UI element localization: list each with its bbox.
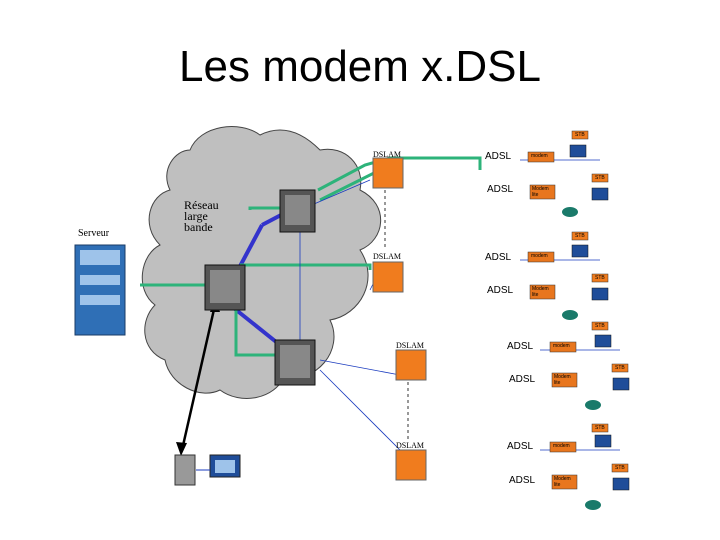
page-title: Les modem x.DSL bbox=[179, 42, 541, 91]
server-label: Serveur bbox=[78, 228, 110, 239]
dslam-label-2: DSLAM bbox=[373, 252, 402, 261]
workstation bbox=[174, 454, 241, 486]
adsl-label-4: ADSL bbox=[487, 285, 514, 296]
modem-label-3: modem bbox=[553, 343, 570, 349]
dslam-label-3: DSLAM bbox=[396, 341, 425, 350]
broadband-label-line1: Réseau bbox=[184, 198, 219, 212]
broadband-label: Réseau large bande bbox=[184, 198, 219, 234]
green-link-dslam3 bbox=[234, 290, 280, 357]
adsl-label-8: ADSL bbox=[509, 475, 536, 486]
dslam-label-1: DSLAM bbox=[373, 150, 402, 159]
adsl-label-7: ADSL bbox=[507, 441, 534, 452]
stb-label-4: STB bbox=[595, 275, 605, 281]
access-arrow bbox=[180, 304, 217, 451]
subscriber-pcs bbox=[569, 144, 630, 491]
router-top bbox=[279, 189, 316, 233]
dslam-1 bbox=[372, 157, 404, 189]
dashed-links bbox=[384, 190, 409, 440]
stb-label-6: STB bbox=[615, 365, 625, 371]
broadband-cloud bbox=[141, 126, 382, 399]
green-link-dslam2 bbox=[240, 263, 372, 270]
dslam-3 bbox=[395, 349, 427, 381]
blue-link-3 bbox=[228, 303, 282, 347]
stb-label-3: STB bbox=[575, 233, 585, 239]
modem-label-4: modem bbox=[553, 443, 570, 449]
stb-label-8: STB bbox=[615, 465, 625, 471]
router-middle bbox=[204, 264, 246, 311]
stb-label-2: STB bbox=[595, 175, 605, 181]
stb-label-1: STB bbox=[575, 132, 585, 138]
green-link-dslam1 bbox=[319, 168, 381, 202]
modems bbox=[527, 151, 578, 490]
green-link-top bbox=[248, 206, 290, 210]
dslam-4 bbox=[395, 449, 427, 481]
dslam-2 bbox=[372, 261, 404, 293]
adsl-label-2: ADSL bbox=[487, 184, 514, 195]
broadband-label-line3: bande bbox=[184, 220, 213, 234]
adsl-label-3: ADSL bbox=[485, 252, 512, 263]
subscriber-phones bbox=[562, 207, 601, 510]
broadband-label-line2: large bbox=[184, 209, 208, 223]
stb-label-5: STB bbox=[595, 323, 605, 329]
dslam-label-4: DSLAM bbox=[396, 441, 425, 450]
adsl-label-6: ADSL bbox=[509, 374, 536, 385]
adsl-label-1: ADSL bbox=[485, 151, 512, 162]
router-bottom bbox=[274, 339, 316, 386]
server-tower bbox=[74, 244, 126, 336]
modem-label-1: modem bbox=[531, 153, 548, 159]
stb-label-7: STB bbox=[595, 425, 605, 431]
stb-boxes bbox=[571, 130, 629, 473]
modem-label-2: modem bbox=[531, 253, 548, 259]
adsl-label-5: ADSL bbox=[507, 341, 534, 352]
arrow-head-bottom bbox=[176, 442, 187, 456]
